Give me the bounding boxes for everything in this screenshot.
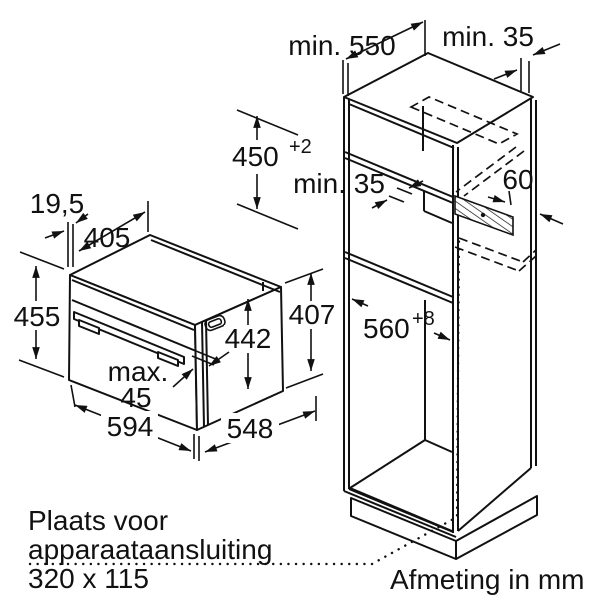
rear-wall-arrow (539, 213, 564, 225)
dim-niche-height: 450 +2 (232, 109, 312, 230)
inner-height-label: 442 (225, 323, 272, 354)
cabinet-drawing (343, 52, 538, 560)
cabinet-plinth-side (455, 495, 538, 560)
label-mask (287, 301, 337, 329)
rear-height-label: 407 (289, 299, 336, 330)
cabinet-top-face (343, 52, 534, 144)
niche-height-label: 450 (232, 141, 279, 172)
dim-vent-slot: 60 (487, 164, 534, 206)
dim-cabinet-depth: min. 550 (288, 20, 426, 96)
oven-door-handle (73, 311, 185, 365)
dim-shelf-rear-gap: min. 35 (293, 168, 424, 209)
connection-note-line1: Plaats voor (28, 505, 168, 536)
cabinet-plinth-front (350, 497, 457, 560)
vent-slot-label: 60 (502, 164, 533, 195)
label-mask (13, 301, 61, 330)
dim-top-depth: 405 (78, 201, 149, 253)
handle-foot-right (157, 351, 179, 367)
dim-oven-width: 594 (70, 384, 200, 461)
oven-side-face (194, 286, 284, 431)
niche-height-tolerance-label: +2 (289, 136, 312, 158)
side-grip-recess (204, 314, 226, 332)
dim-rear-height: 407 (284, 268, 337, 389)
connection-note: Plaats voor apparaataansluiting 320 x 11… (28, 505, 272, 594)
dim-inner-height: 442 (208, 299, 272, 389)
cabinet-dimensions: min. 550 min. 35 450 +2 min. 35 (232, 20, 564, 344)
connection-note-line3: 320 x 115 (28, 563, 149, 594)
door-offset-label: 19,5 (30, 188, 85, 219)
handle-foot-left (78, 319, 100, 335)
vent-leader-dot (480, 212, 486, 218)
dim-oven-depth: 548 (204, 396, 317, 453)
dim-top-rear-gap: min. 35 (442, 21, 561, 93)
oven-drawing (68, 234, 284, 431)
oven-dimensions: 19,5 405 455 max. 45 442 (13, 188, 337, 461)
top-rear-gap-label: min. 35 (442, 21, 534, 52)
shelf-rear-gap-label: min. 35 (293, 168, 385, 199)
niche-width-tolerance-label: +8 (412, 308, 435, 330)
dim-door-offset: 19,5 (30, 188, 89, 267)
units-note: Afmeting in mm (390, 564, 585, 595)
dim-niche-width: 560 +8 (351, 298, 451, 344)
front-protrusion-word-label: max. (108, 356, 169, 387)
cabinet-top-vent-cutout-dashed (409, 96, 519, 145)
dim-front-protrusion: max. 45 (108, 350, 219, 413)
label-mask (101, 411, 158, 441)
top-depth-label: 405 (84, 222, 131, 253)
oven-height-label: 455 (14, 301, 61, 332)
connection-note-line2: apparaataansluiting (28, 534, 272, 565)
dim-oven-height: 455 (13, 251, 65, 378)
front-protrusion-value-label: 45 (120, 382, 151, 413)
label-mask (221, 413, 279, 443)
niche-width-label: 560 (363, 313, 410, 344)
label-mask (224, 325, 272, 353)
cabinet-depth-label: min. 550 (288, 30, 395, 61)
oven-width-label: 594 (107, 411, 154, 442)
oven-depth-label: 548 (227, 413, 274, 444)
